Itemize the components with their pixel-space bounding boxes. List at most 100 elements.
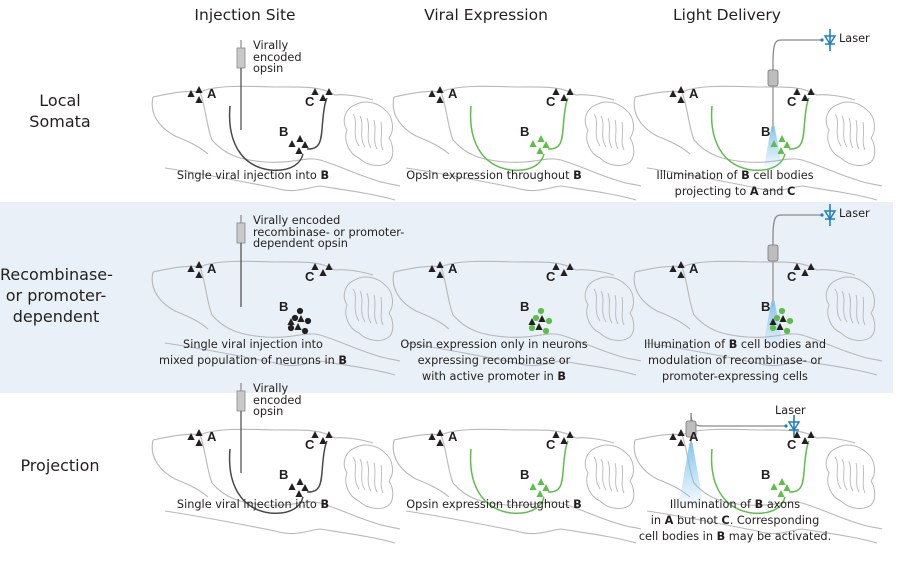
caption-line: Opsin expression throughout B <box>364 497 624 513</box>
laser-label: Laser <box>839 32 870 45</box>
caption-region-label: C <box>787 185 796 198</box>
neuron-triangle <box>295 490 303 497</box>
region-label-c: C <box>546 94 556 109</box>
neuron-cluster-a <box>195 271 203 278</box>
region-label-c: C <box>546 269 556 284</box>
light-cone <box>679 443 703 506</box>
cerebellum-fold <box>841 458 848 491</box>
cerebellum-fold <box>359 458 366 491</box>
neuron-triangle <box>560 94 568 101</box>
neuron-triangle <box>560 269 568 276</box>
axon-to-c <box>306 440 328 493</box>
caption-region-label: C <box>721 514 730 527</box>
caption-text: Opsin expression only in neurons <box>400 338 588 351</box>
brain-outline-dorsal <box>440 85 615 101</box>
neuron-cluster-a <box>428 433 436 440</box>
cerebellum <box>584 444 635 509</box>
brain-outline-base <box>164 510 396 544</box>
injection-label-line: encoded <box>253 393 302 407</box>
column-title-viral-expression: Viral Expression <box>424 6 548 24</box>
cerebellum-fold <box>862 464 866 494</box>
cerebellum-outline <box>825 444 876 509</box>
cerebellum-fold <box>359 290 366 323</box>
neuron-triangle <box>537 135 545 142</box>
neuron-dot <box>783 327 791 335</box>
caption-text: Single viral injection into <box>183 338 323 351</box>
neuron-dot <box>291 314 299 322</box>
neuron-triangle <box>801 437 809 444</box>
brain-diagram: ACB <box>151 215 401 376</box>
caption-region-label: B <box>573 169 582 182</box>
region-label-a: A <box>689 429 699 444</box>
neuron-triangle <box>311 431 319 438</box>
caption-line: cell bodies in B may be activated. <box>605 529 865 545</box>
region-label-b: B <box>761 299 770 314</box>
brain-outline-base <box>405 510 637 544</box>
caption-text: cell bodies and <box>737 338 827 351</box>
laser-icon-dot <box>820 38 824 42</box>
cerebellum <box>343 276 394 341</box>
caption-line: Opsin expression only in neurons <box>364 337 624 353</box>
caption-text: cell bodies <box>749 169 814 182</box>
neuron-triangle <box>311 88 319 95</box>
neuron-triangle <box>560 437 568 444</box>
neuron-triangle <box>542 484 550 491</box>
cerebellum <box>825 444 876 509</box>
caption-region-label: B <box>728 338 738 351</box>
caption-text: Illumination of <box>669 498 755 511</box>
cerebellum-fold <box>366 117 372 149</box>
neuron-triangle <box>793 431 801 438</box>
cerebellum-fold <box>834 288 842 322</box>
caption-line: with active promoter in B <box>364 369 624 385</box>
region-label-c: C <box>787 94 797 109</box>
cerebellum-fold <box>607 117 613 149</box>
neuron-dot <box>778 307 786 315</box>
laser-label: Laser <box>775 404 806 417</box>
cerebellum-fold <box>373 294 378 325</box>
region-label-a: A <box>689 261 699 276</box>
caption-text: projecting to <box>674 185 750 198</box>
brain-diagram: ACB <box>633 204 883 376</box>
neuron-triangle <box>778 478 786 485</box>
neuron-cluster-a <box>436 271 444 278</box>
neuron-cluster-a <box>187 90 195 97</box>
row-label-line: Local <box>39 91 81 110</box>
laser-icon-dot <box>820 213 824 217</box>
neuron-dot <box>545 317 553 325</box>
brain-outline-olfactory <box>392 439 450 498</box>
neuron-triangle <box>287 318 295 325</box>
caption-expression-row-3: Opsin expression throughout B <box>364 497 624 513</box>
neuron-triangle <box>319 437 327 444</box>
row-label-line: Somata <box>29 112 91 131</box>
cerebellum-fold <box>614 462 619 493</box>
neuron-cluster-a <box>436 439 444 446</box>
caption-text: modulation of recombinase- or <box>648 354 822 367</box>
cerebellum-fold <box>366 460 372 492</box>
caption-text: Illumination of <box>656 169 742 182</box>
brain-outline-dorsal <box>199 428 374 444</box>
axon-to-c <box>547 97 569 150</box>
cerebellum-fold <box>834 456 842 490</box>
injection-label-line: Virally encoded <box>253 214 341 227</box>
region-label-c: C <box>305 437 315 452</box>
cerebellum-fold <box>593 456 601 490</box>
neuron-cluster-a <box>677 86 685 93</box>
neuron-cluster-a <box>677 96 685 103</box>
cerebellum-fold <box>621 296 625 326</box>
region-label-b: B <box>520 124 529 139</box>
neuron-triangle <box>552 431 560 438</box>
neuron-triangle <box>566 88 574 95</box>
neuron-triangle <box>301 141 309 148</box>
neuron-triangle <box>793 88 801 95</box>
injection-label-line: Virally <box>253 382 289 395</box>
injection-label-line: Virally <box>253 39 289 52</box>
cerebellum-outline <box>825 101 876 166</box>
neuron-dot <box>287 324 295 332</box>
caption-line: Single viral injection into <box>123 337 383 353</box>
injection-label-line: opsin <box>253 62 284 75</box>
neuron-triangle <box>288 483 296 490</box>
